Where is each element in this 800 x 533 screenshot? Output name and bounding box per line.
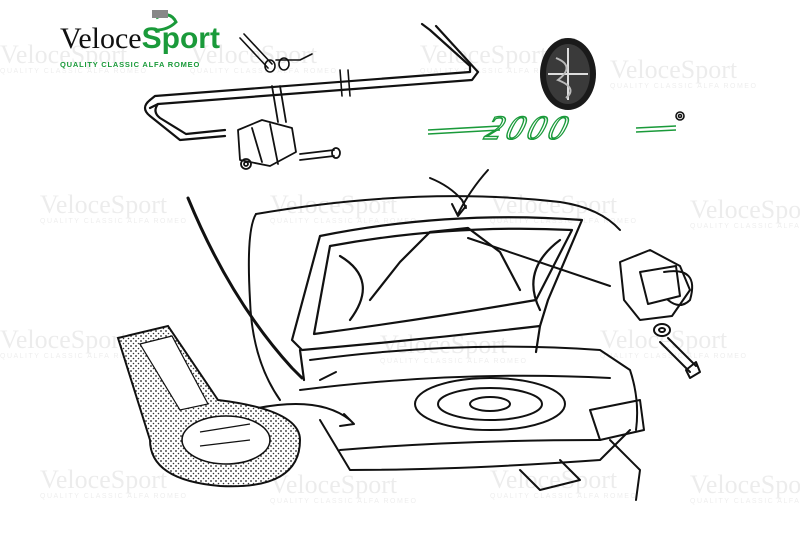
brand-name-left: Veloce — [60, 22, 142, 55]
lock-catch — [619, 249, 701, 379]
foam-pad — [116, 324, 302, 488]
model-badge — [427, 111, 685, 135]
spring-coil — [239, 33, 313, 73]
hinge-bracket — [237, 85, 341, 170]
trunk-lid — [290, 216, 584, 382]
brand-tagline: QUALITY CLASSIC ALFA ROMEO — [60, 60, 201, 69]
brand-name: VeloceSport — [60, 24, 240, 54]
brand-logo: VeloceSport QUALITY CLASSIC ALFA ROMEO — [60, 24, 240, 72]
car-body — [247, 195, 645, 501]
alfa-romeo-emblem-icon — [540, 38, 596, 110]
arrows — [257, 169, 611, 427]
brand-name-right: Sport — [141, 22, 220, 55]
boot-seal-line — [186, 196, 304, 380]
torsion-rod — [143, 22, 480, 142]
model-script-text: 2000 — [480, 109, 577, 147]
